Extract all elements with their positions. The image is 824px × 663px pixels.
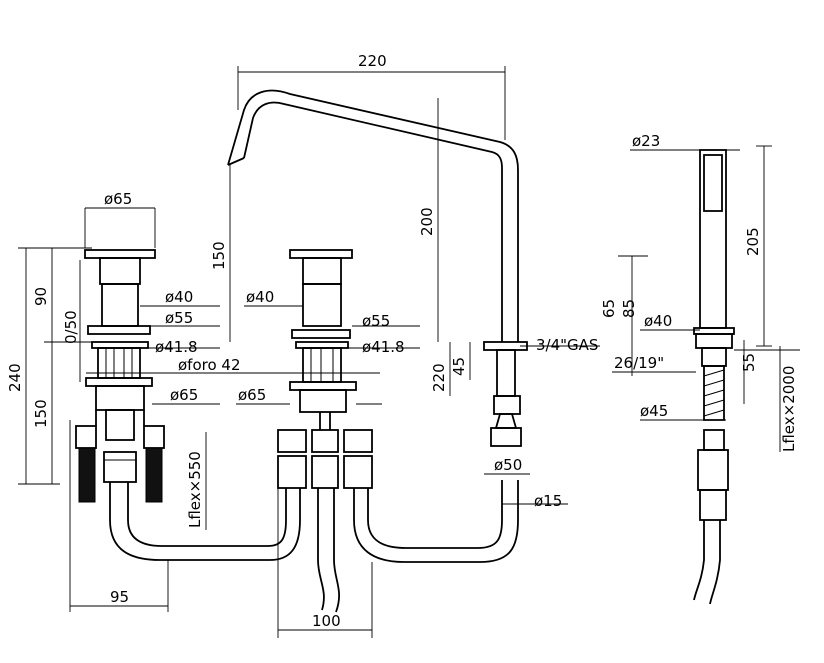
- label-0-50: 0/50: [62, 310, 80, 344]
- label-65-holder: 65: [600, 299, 618, 318]
- hand-shower: [693, 149, 735, 605]
- label-220-top: 220: [358, 52, 387, 70]
- label-55: 55: [740, 353, 758, 372]
- left-valve: [75, 249, 165, 503]
- label-phi65-left: ø65: [170, 386, 198, 404]
- label-200: 200: [418, 207, 436, 236]
- label-phi41-8-left: ø41.8: [155, 338, 198, 356]
- label-26-19: 26/19": [614, 354, 664, 372]
- label-gas: 3/4"GAS: [536, 336, 598, 354]
- label-phi55-mid: ø55: [362, 312, 390, 330]
- hoses: [109, 480, 519, 613]
- label-phi23: ø23: [632, 132, 660, 150]
- label-phi50: ø50: [494, 456, 522, 474]
- label-flex2000: Lflex×2000: [780, 366, 798, 452]
- label-240: 240: [6, 363, 24, 392]
- label-phi45: ø45: [640, 402, 668, 420]
- label-phi55-left: ø55: [165, 309, 193, 327]
- label-foro42: øforo 42: [178, 356, 241, 374]
- label-45: 45: [450, 357, 468, 376]
- label-phi40-left: ø40: [165, 288, 193, 306]
- label-phi65-mid: ø65: [238, 386, 266, 404]
- label-150-left: 150: [32, 399, 50, 428]
- spout: [227, 89, 528, 447]
- label-95: 95: [110, 588, 129, 606]
- label-flex550: Lflex×550: [186, 451, 204, 528]
- label-phi41-8-mid: ø41.8: [362, 338, 405, 356]
- label-205: 205: [744, 227, 762, 256]
- label-150-spout: 150: [210, 241, 228, 270]
- label-phi65-top: ø65: [104, 190, 132, 208]
- middle-valve: [277, 249, 373, 489]
- dimension-labels: 220 200 150 ø65 ø40 ø55 ø41.8 øforo 42 ø…: [6, 52, 798, 630]
- label-100: 100: [312, 612, 341, 630]
- label-phi40-holder: ø40: [644, 312, 672, 330]
- label-90: 90: [32, 287, 50, 306]
- dimension-lines: [18, 66, 800, 638]
- label-85: 85: [620, 299, 638, 318]
- label-phi40-mid: ø40: [246, 288, 274, 306]
- label-phi15: ø15: [534, 492, 562, 510]
- label-220-vert: 220: [430, 363, 448, 392]
